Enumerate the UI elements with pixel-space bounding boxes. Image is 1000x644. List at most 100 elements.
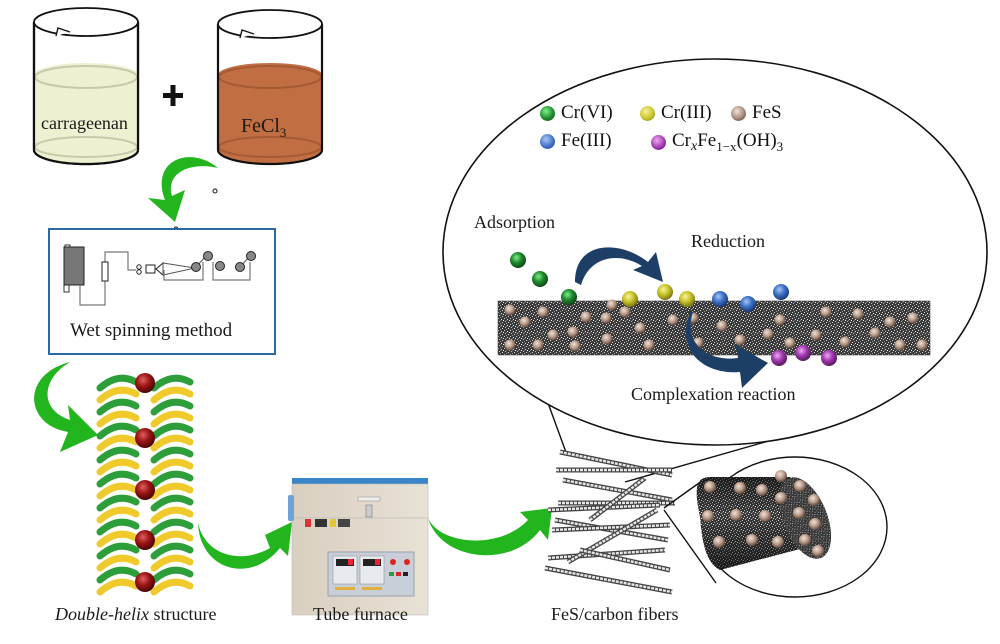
cr6-ion [532, 271, 548, 287]
legend-label: FeS [752, 102, 782, 123]
helix-strand-green [150, 566, 194, 584]
cr6-ion [561, 289, 577, 305]
fes-particle [730, 509, 742, 521]
fes-particle [756, 484, 768, 496]
wet-spinning-label: Wet spinning method [70, 320, 233, 341]
helix-strand-yellow [96, 554, 140, 572]
legend-label: CrxFe1−x(OH)3 [672, 130, 784, 154]
helix-strand-yellow [150, 458, 194, 476]
plus-sign [163, 85, 183, 106]
fes-particle [716, 320, 728, 332]
complexation-arrow [686, 312, 768, 388]
carrageenan-beaker [32, 7, 140, 166]
crfe-hydroxide-particle [795, 345, 811, 361]
fes-particle [762, 328, 774, 340]
fes-particle [504, 339, 516, 351]
legend-label: Cr(III) [661, 102, 712, 123]
arrow-to-tube-furnace [198, 522, 292, 569]
helix-strand-yellow [96, 434, 140, 452]
fes-particle [606, 299, 618, 311]
carbon-fiber-highlight [589, 477, 646, 521]
helix-bead [135, 530, 155, 550]
adsorption-label: Adsorption [474, 212, 555, 232]
double-helix-model [96, 373, 194, 596]
arrow-to-fibers [428, 508, 552, 556]
reduction-label: Reduction [691, 231, 765, 251]
double-helix-label-italic: Double-helix [55, 604, 149, 624]
wet-spinning-apparatus [48, 228, 276, 355]
carbon-fiber-highlight [562, 478, 673, 502]
legend-item-fe3: Fe(III) [540, 130, 612, 152]
helix-strand-yellow [96, 458, 140, 476]
fes-particle [702, 510, 714, 522]
fes-particle [759, 510, 771, 522]
crfe-hydroxide-sphere-icon [651, 134, 666, 150]
fes-particle [774, 314, 786, 326]
legend-label: Fe(III) [561, 130, 612, 151]
carbon-fiber-highlight [567, 508, 658, 564]
carbon-fiber-highlight [544, 566, 673, 594]
helix-strand-green [150, 398, 194, 416]
fes-particle [667, 314, 679, 326]
fes-particle [820, 306, 832, 318]
arrow-to-double-helix [34, 362, 98, 452]
helix-strand-green [96, 542, 140, 560]
helix-strand-yellow [96, 506, 140, 524]
fe3-sphere-icon [540, 133, 555, 149]
fes-particle [567, 326, 579, 338]
fes-particle [547, 329, 559, 341]
cr3-sphere-icon [640, 105, 655, 121]
helix-strand-yellow [150, 386, 194, 404]
fes-particle [784, 337, 796, 349]
fibers-label: FeS/carbon fibers [551, 604, 679, 624]
helix-strand-green [96, 422, 140, 440]
fe3-ion [773, 284, 789, 300]
helix-bead [135, 480, 155, 500]
double-helix-label-rest: structure [148, 604, 217, 624]
fes-particle [532, 339, 544, 351]
legend-item-crfe-hydroxide: CrxFe1−x(OH)3 [651, 130, 783, 155]
carbon-fiber-highlight [554, 518, 669, 542]
helix-strand-yellow [150, 410, 194, 428]
fes-sphere-icon [731, 105, 746, 121]
fes-particle [839, 336, 851, 348]
crfe-hydroxide-particle [821, 350, 837, 366]
fes-particle [600, 312, 612, 324]
helix-strand-yellow [96, 482, 140, 500]
helix-strand-green [96, 518, 140, 536]
fes-particle [916, 339, 928, 351]
fes-particle [799, 534, 811, 546]
cr3-ion [679, 291, 695, 307]
fes-particle [794, 480, 806, 492]
fes-particle [504, 304, 516, 316]
carbon-fiber-highlight [579, 548, 671, 572]
helix-strand-yellow [150, 482, 194, 500]
fes-particle [808, 494, 820, 506]
fe3-ion [712, 291, 728, 307]
fes-particle [812, 545, 824, 557]
fes-particle [772, 536, 784, 548]
legend-item-cr6: Cr(VI) [540, 102, 613, 124]
double-helix-label: Double-helix structure [55, 604, 216, 625]
helix-bead [135, 572, 155, 592]
helix-strand-yellow [96, 578, 140, 596]
arrow-to-wet-spinning [148, 157, 218, 222]
fes-particle [746, 534, 758, 546]
cr6-ion [510, 252, 526, 268]
fes-particle [775, 470, 787, 482]
fe3-ion [740, 296, 756, 312]
fes-particle [852, 308, 864, 320]
helix-bead [135, 373, 155, 393]
fes-particle [907, 312, 919, 324]
helix-strand-yellow [150, 434, 194, 452]
helix-strand-green [150, 494, 194, 512]
carbon-fiber-rod [497, 299, 931, 356]
fecl3-beaker [216, 9, 324, 166]
helix-strand-green [96, 566, 140, 584]
helix-strand-yellow [150, 578, 194, 596]
magnified-view-ellipse [442, 58, 988, 483]
fes-particle [713, 536, 725, 548]
helix-strand-green [150, 374, 194, 392]
cr3-ion [622, 291, 638, 307]
fes-particle [894, 339, 906, 351]
